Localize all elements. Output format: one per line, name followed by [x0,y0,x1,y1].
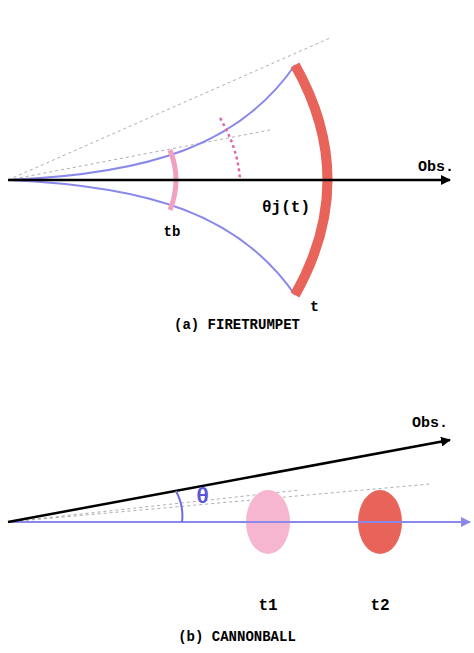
guide-line [8,130,270,180]
angle-arc [220,118,240,180]
angle-label: θj(t) [262,200,310,216]
jet-edge [8,180,295,295]
observer-axis [8,179,450,182]
jet-edge [8,65,295,180]
guide-line [8,38,330,180]
panel-caption: (b) CANNONBALL [178,630,296,644]
time-label: t1 [258,598,277,614]
observer-axis [8,440,450,522]
panel-caption: (a) FIRETRUMPET [174,318,300,332]
axis-label: Obs. [412,416,448,431]
angle-label: θ [196,487,209,509]
time-label: t2 [370,598,389,614]
axis-label: Obs. [418,160,454,175]
time-label: t [310,300,319,315]
jet-axis [8,521,470,523]
angle-arc [176,491,182,522]
time-label: tb [164,225,181,239]
